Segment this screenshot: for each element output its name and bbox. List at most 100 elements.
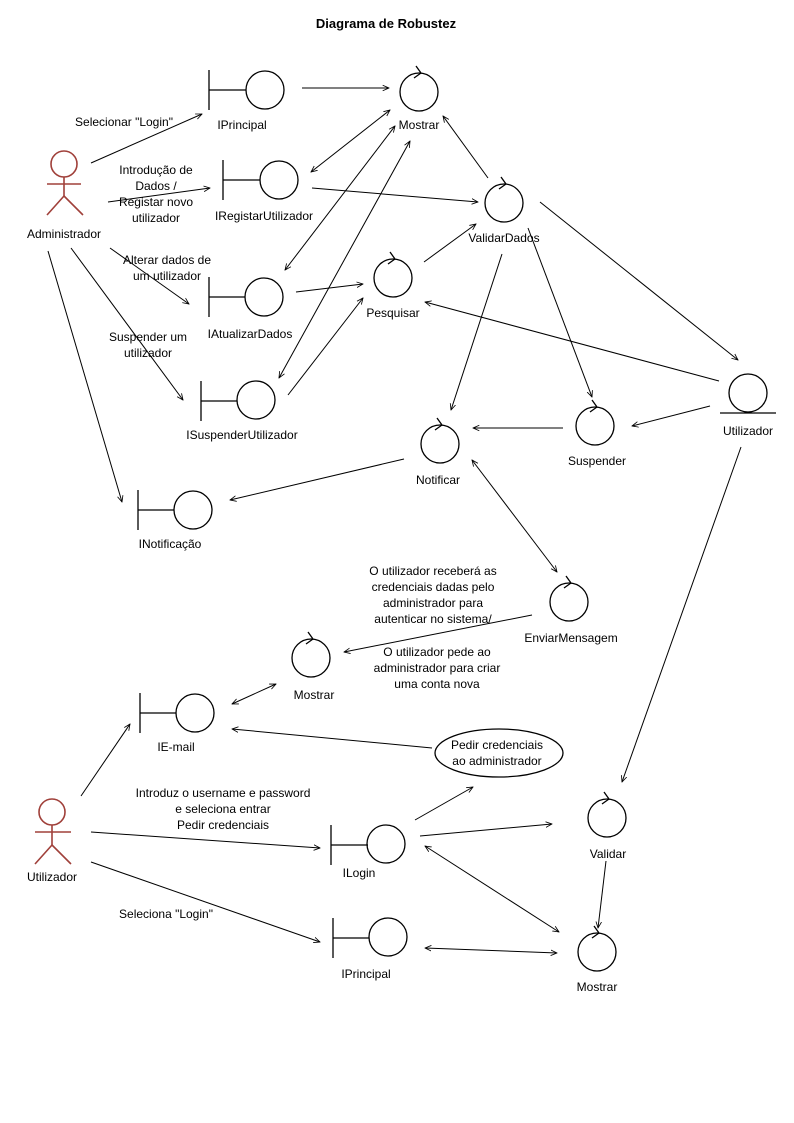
label-suspender-utilizador: Suspender um utilizador [109, 330, 187, 360]
connector-arrow [232, 683, 276, 705]
control-icon [587, 791, 627, 838]
connector-arrow [90, 861, 320, 942]
note-pedir-credenciais: Pedir credenciais ao administrador [434, 728, 564, 778]
label-line: Registar novo [119, 195, 193, 209]
control-icon [575, 399, 615, 446]
label-line: Dados / [135, 179, 177, 193]
label-line: Suspender um [109, 330, 187, 344]
connector-arrow [451, 253, 503, 410]
boundary-icon [137, 490, 213, 530]
control-label: Mostrar [399, 118, 440, 132]
connector-arrow [539, 201, 738, 360]
label-line: autenticar no sistema/ [374, 612, 492, 626]
label-line: administrador para criar [374, 661, 501, 675]
boundary-label: ILogin [343, 866, 376, 880]
control-mostrar-top[interactable]: Mostrar [399, 65, 440, 132]
actor-stick-figure-icon [34, 798, 72, 865]
control-enviar-mensagem[interactable]: EnviarMensagem [524, 575, 618, 645]
label-line: O utilizador receberá as [369, 564, 496, 578]
label-line: utilizador [124, 346, 172, 360]
control-notificar[interactable]: Notificar [416, 417, 460, 487]
label-receber-credenciais: O utilizador receberá as credenciais dad… [369, 564, 496, 626]
boundary-inotificacao[interactable]: INotificação [137, 490, 213, 551]
boundary-label: INotificação [139, 537, 202, 551]
control-label: ValidarDados [468, 231, 539, 245]
connector-arrow [632, 405, 711, 426]
connector-arrow [287, 298, 363, 396]
control-icon [484, 176, 524, 223]
control-label: Notificar [416, 473, 460, 487]
note-line-2: ao administrador [452, 754, 541, 768]
connector-arrow [107, 188, 210, 203]
label-pede-conta: O utilizador pede ao administrador para … [374, 645, 501, 691]
connector-arrow [90, 113, 202, 164]
boundary-icon [330, 824, 406, 865]
boundary-label: IAtualizarDados [208, 327, 293, 341]
label-selecionar-login: Selecionar "Login" [75, 115, 173, 129]
actor-utilizador[interactable]: Utilizador [27, 798, 77, 884]
label-line: Introdução de [119, 163, 193, 177]
connector-arrow [425, 948, 557, 953]
control-suspender[interactable]: Suspender [568, 399, 626, 468]
connector-arrow [622, 446, 742, 782]
actor-label: Administrador [27, 227, 101, 241]
actor-label: Utilizador [27, 870, 77, 884]
connector-arrow [344, 614, 533, 652]
boundary-icon [200, 380, 276, 421]
control-pesquisar[interactable]: Pesquisar [366, 251, 420, 320]
label-seleciona-login: Seleciona "Login" [119, 907, 213, 921]
actor-stick-figure-icon [46, 150, 84, 216]
connector-arrow [311, 110, 390, 172]
connector-arrow [230, 458, 405, 500]
label-line: utilizador [132, 211, 180, 225]
connector-arrow [598, 860, 607, 928]
boundary-icon [208, 70, 285, 110]
control-icon [399, 65, 439, 112]
boundary-icon [222, 160, 299, 200]
note-ellipse [434, 728, 564, 778]
boundary-ilogin[interactable]: ILogin [330, 824, 406, 880]
boundary-iprincipal-top[interactable]: IPrincipal [208, 70, 285, 132]
connection-labels: Selecionar "Login" Introdução de Dados /… [75, 115, 500, 921]
boundary-label: IPrincipal [341, 967, 390, 981]
control-validar[interactable]: Validar [587, 791, 627, 861]
boundary-iprincipal-bottom[interactable]: IPrincipal [332, 917, 408, 981]
label-introduz-username: Introduz o username e password e selecio… [136, 786, 311, 832]
control-mostrar-bottom[interactable]: Mostrar [577, 925, 618, 994]
connector-arrow [419, 824, 552, 837]
connector-arrow [425, 302, 720, 382]
label-line: Pedir credenciais [177, 818, 269, 832]
label-line: um utilizador [133, 269, 201, 283]
connector-arrow [295, 284, 363, 293]
control-label: Mostrar [577, 980, 618, 994]
connector-arrow [425, 846, 559, 932]
boundary-icon [208, 277, 284, 317]
actor-administrador[interactable]: Administrador [27, 150, 101, 241]
boundary-isuspender-utilizador[interactable]: ISuspenderUtilizador [186, 380, 298, 442]
label-line: uma conta nova [394, 677, 480, 691]
connector-arrow [80, 724, 130, 797]
control-mostrar-mid[interactable]: Mostrar [291, 631, 334, 702]
entity-icon [720, 373, 776, 414]
control-icon [291, 631, 331, 678]
entity-label: Utilizador [723, 424, 773, 438]
control-validar-dados[interactable]: ValidarDados [468, 176, 540, 245]
control-icon [577, 925, 617, 972]
control-icon [549, 575, 589, 622]
connector-arrow [443, 116, 489, 179]
connector-arrow [47, 250, 122, 502]
connector-arrow [311, 187, 478, 202]
connector-arrow [70, 247, 183, 400]
boundary-icon [332, 917, 408, 958]
boundary-iatualizar-dados[interactable]: IAtualizarDados [208, 277, 293, 341]
label-introducao-dados: Introdução de Dados / Registar novo util… [119, 163, 193, 225]
control-label: Suspender [568, 454, 626, 468]
boundary-iemail[interactable]: IE-mail [139, 693, 215, 754]
control-label: Validar [590, 847, 626, 861]
connector-arrow [414, 787, 473, 821]
boundary-iregistar-utilizador[interactable]: IRegistarUtilizador [215, 160, 313, 223]
connector-arrow [279, 141, 410, 378]
diagram-title: Diagrama de Robustez [316, 16, 457, 31]
entity-utilizador[interactable]: Utilizador [720, 373, 776, 438]
